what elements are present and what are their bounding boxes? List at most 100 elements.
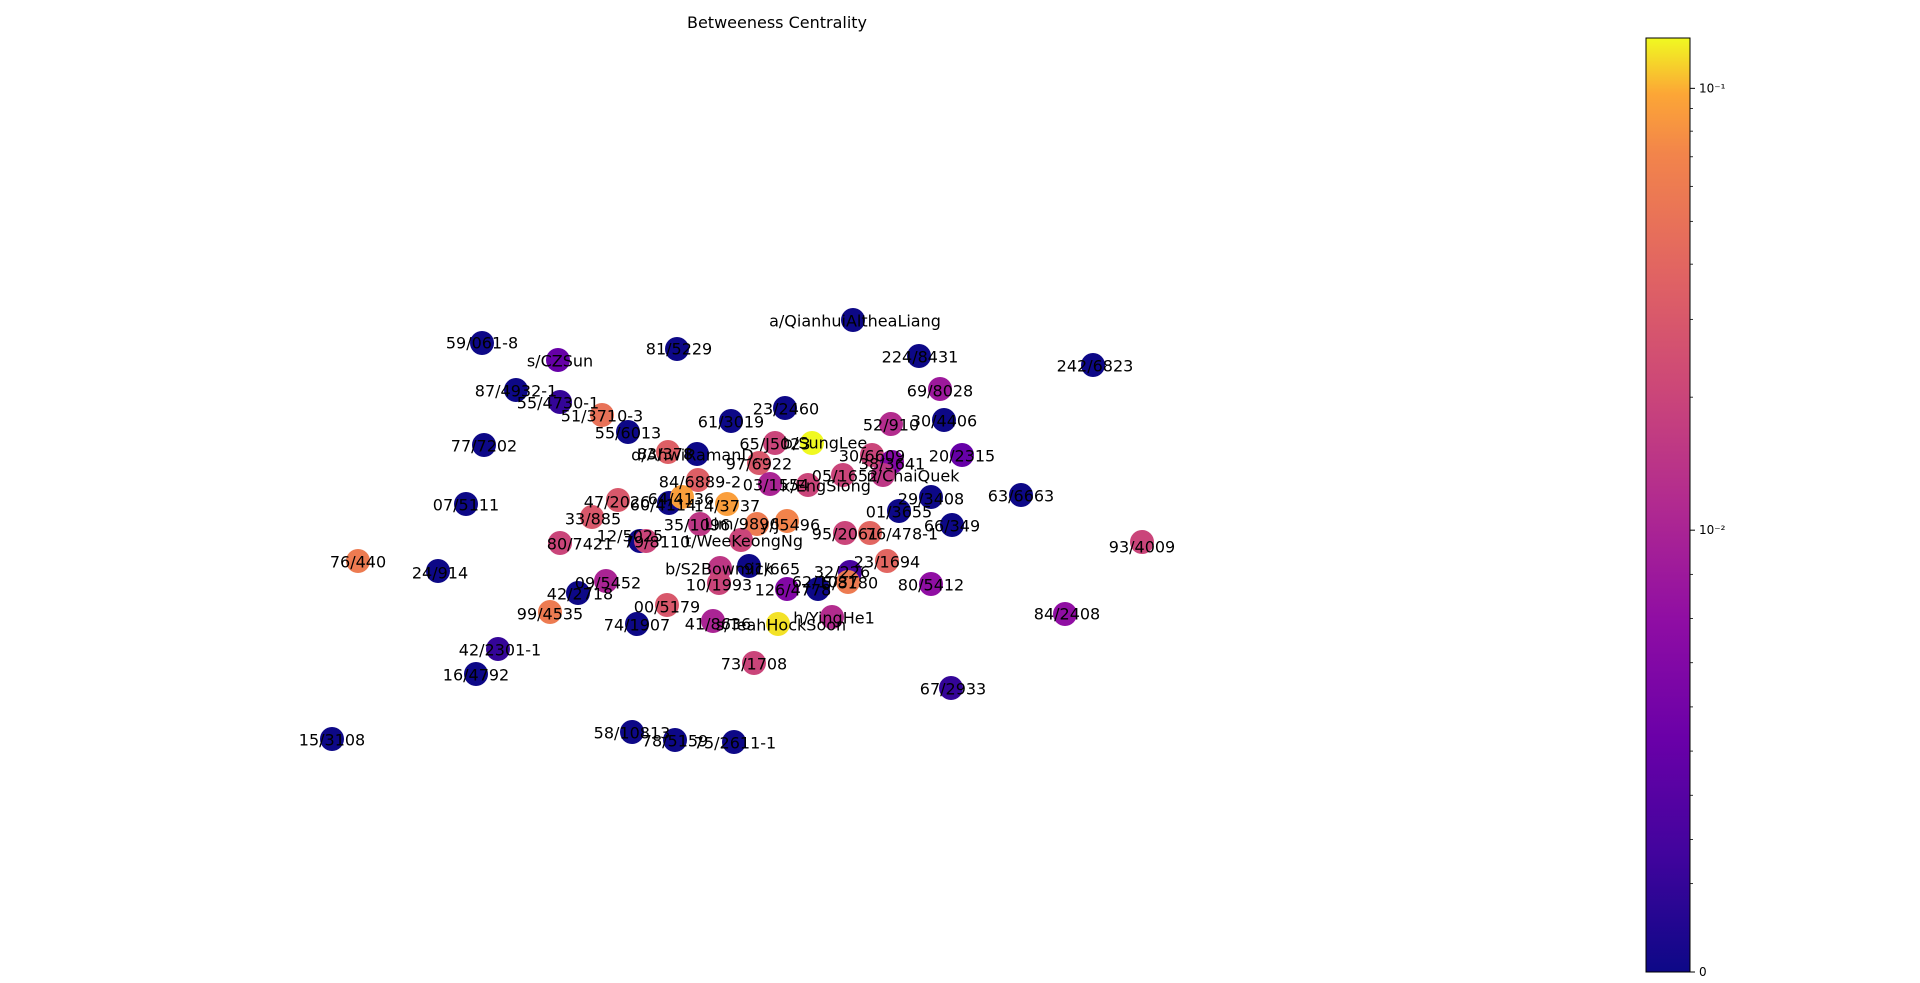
- node-25: [831, 463, 855, 487]
- node-label-12: 61/3019: [698, 413, 764, 432]
- node-44: [1130, 530, 1154, 554]
- node-37: [580, 505, 604, 529]
- node-label-34: 14/3737: [694, 497, 760, 516]
- node-41: [833, 521, 857, 545]
- node-65: [625, 612, 649, 636]
- node-55: [594, 569, 618, 593]
- node-label-26: n/ChaiQuek: [867, 467, 961, 486]
- node-61: [566, 581, 590, 605]
- node-72: [939, 676, 963, 700]
- node-31: [606, 488, 630, 512]
- node-label-9: 55/6013: [595, 424, 661, 443]
- node-60: [919, 572, 943, 596]
- node-29: [1009, 483, 1033, 507]
- node-label-17: 83/378: [637, 445, 693, 464]
- node-label-66: 41/8636: [685, 615, 751, 634]
- node-71: [742, 651, 766, 675]
- node-label-41: 95/2061: [812, 525, 878, 544]
- node-58: [806, 577, 830, 601]
- node-label-25: 05/1652: [812, 467, 878, 486]
- node-36: [887, 499, 911, 523]
- node-68: [820, 605, 844, 629]
- node-5: [665, 337, 689, 361]
- node-6: [504, 378, 528, 402]
- node-12: [719, 409, 743, 433]
- node-label-3: 59/061-8: [446, 334, 518, 353]
- node-label-60: 80/5412: [898, 576, 964, 595]
- node-label-38: 35/1096: [664, 516, 730, 535]
- node-57: [775, 577, 799, 601]
- node-label-67: s/TeahHockSoon: [716, 616, 846, 635]
- node-69: [486, 637, 510, 661]
- node-76: [320, 727, 344, 751]
- node-label-47: 79/8110: [624, 533, 690, 552]
- node-56: [707, 571, 731, 595]
- node-14: [932, 408, 956, 432]
- node-label-11: 69/8028: [907, 382, 973, 401]
- colorbar: 010⁻²10⁻¹: [1645, 37, 1726, 979]
- node-label-68: h/YingHe1: [793, 609, 875, 628]
- node-34: [715, 492, 739, 516]
- node-33: [670, 485, 694, 509]
- node-label-39: Lim/9896: [704, 515, 779, 534]
- node-51: [875, 549, 899, 573]
- node-label-5: 81/5229: [646, 340, 712, 359]
- node-1: [907, 344, 931, 368]
- colorbar-tick-label-1: 10⁻²: [1699, 523, 1726, 537]
- node-label-32: 60/4114: [630, 496, 696, 515]
- node-label-48: t/WeeKeongNg: [685, 532, 803, 551]
- node-label-69: 42/2301-1: [459, 641, 541, 660]
- node-0: [841, 308, 865, 332]
- node-label-63: 99/4535: [517, 605, 583, 624]
- node-9: [616, 420, 640, 444]
- node-label-49: 76/440: [330, 553, 386, 572]
- node-label-4: s/CZSun: [527, 352, 593, 371]
- node-2: [1081, 353, 1105, 377]
- node-64: [1053, 602, 1077, 626]
- node-label-58: 62/1037: [792, 573, 858, 592]
- node-label-70: 16/4792: [443, 666, 509, 685]
- node-24: [686, 468, 710, 492]
- node-label-20: 30/6609: [839, 447, 905, 466]
- node-11: [928, 377, 952, 401]
- node-59: [836, 570, 860, 594]
- node-label-54: 32/226: [814, 563, 870, 582]
- node-label-50: 24/914: [412, 564, 468, 583]
- node-label-29: 63/6663: [988, 487, 1054, 506]
- node-13: [879, 412, 903, 436]
- node-15: [472, 433, 496, 457]
- node-label-72: 67/2933: [920, 680, 986, 699]
- colorbar-tick-label-2: 10⁻¹: [1699, 81, 1726, 95]
- node-label-23: 20/2315: [929, 447, 995, 466]
- node-label-56: 10/1993: [686, 576, 752, 595]
- node-label-37: 33/885: [565, 510, 621, 529]
- node-40: [775, 509, 799, 533]
- node-17: [656, 440, 680, 464]
- node-label-10: 23/2460: [753, 400, 819, 419]
- node-23: [950, 443, 974, 467]
- colorbar-ticks: 010⁻²10⁻¹: [1690, 81, 1726, 979]
- node-63: [538, 600, 562, 624]
- node-label-18: 65/J5023: [739, 435, 810, 454]
- node-label-35: 29/3408: [898, 490, 964, 509]
- node-42: [858, 521, 882, 545]
- node-52: [737, 554, 761, 578]
- node-label-21: 97/6922: [726, 455, 792, 474]
- node-8: [590, 403, 614, 427]
- node-47: [634, 529, 658, 553]
- node-label-22: 38/3641: [859, 455, 925, 474]
- node-label-43: 66/349: [924, 517, 980, 536]
- node-73: [620, 720, 644, 744]
- node-label-51: 23/1694: [854, 553, 920, 572]
- node-label-76: 15/3108: [299, 731, 365, 750]
- node-label-31: 47/2026: [584, 493, 650, 512]
- node-label-74: 78/5159: [642, 732, 708, 751]
- node-label-1: 224/8431: [882, 348, 959, 367]
- node-35: [919, 485, 943, 509]
- node-20: [860, 443, 884, 467]
- node-19: [800, 431, 824, 455]
- node-48: [729, 528, 753, 552]
- node-label-19: b/SungLee: [783, 434, 867, 453]
